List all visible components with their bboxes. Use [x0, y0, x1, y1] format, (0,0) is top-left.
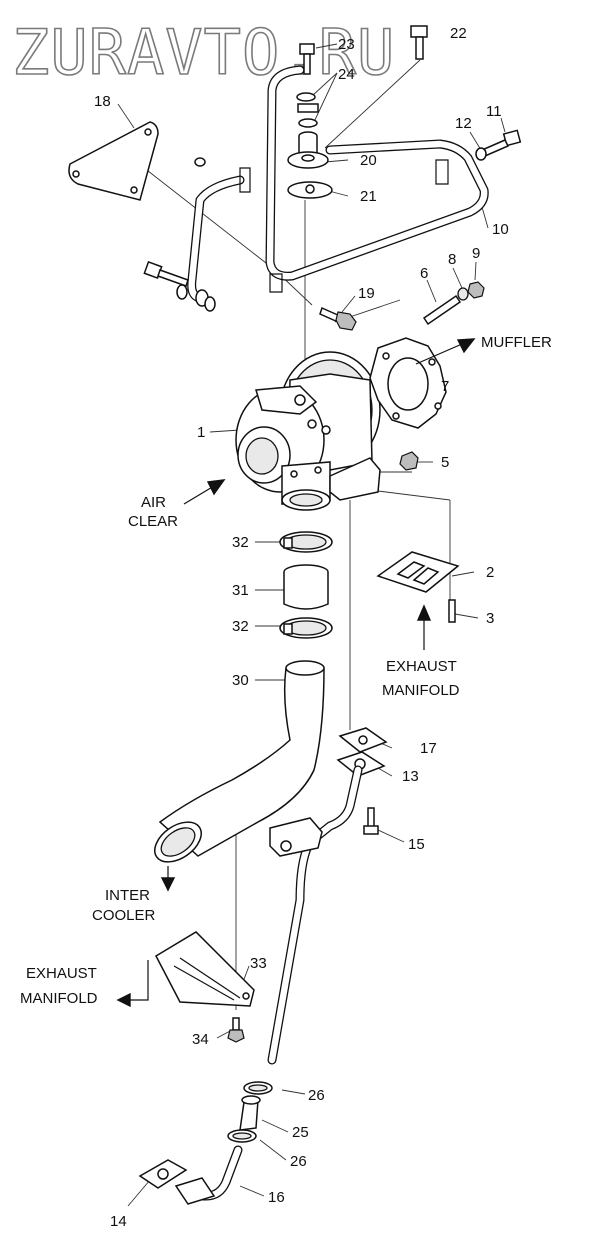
- arrow-inter-cooler: [160, 866, 176, 892]
- oil-feed-pipe-10: [187, 65, 489, 303]
- callout-33: 33: [250, 955, 267, 972]
- caption-exhaust-manifold-left-line1: EXHAUST: [26, 965, 97, 982]
- exhaust-gasket-2: [376, 551, 460, 593]
- washer-12: [475, 147, 487, 161]
- clamp-32-lower: [279, 617, 333, 639]
- callout-11: 11: [486, 103, 502, 120]
- caption-exhaust-manifold-top-line1: EXHAUST: [386, 658, 457, 675]
- callout-labels: 23 22 24 18 11 12 20 21 10 9 8 6 19 7 1 …: [94, 25, 509, 1230]
- callout-8: 8: [448, 251, 456, 268]
- bolt-19: [319, 306, 357, 331]
- callout-22: 22: [450, 25, 467, 42]
- arrow-exhaust-manifold-left: [116, 960, 149, 1008]
- muffler-gasket-7: [369, 337, 447, 429]
- callout-23: 23: [338, 36, 355, 53]
- hose-31: [283, 564, 329, 610]
- callout-26-upper: 26: [308, 1087, 325, 1104]
- callout-25: 25: [292, 1124, 309, 1141]
- washer-left-small: [194, 157, 206, 167]
- nut-5: [399, 451, 419, 471]
- caption-inter-cooler-line1: INTER: [105, 887, 150, 904]
- clamp-32-upper: [279, 531, 333, 553]
- arrow-exhaust-manifold-top: [416, 604, 432, 650]
- turbocharger-1: [235, 351, 381, 511]
- stud-3: [448, 599, 456, 623]
- callout-26-lower: 26: [290, 1153, 307, 1170]
- callout-18: 18: [94, 93, 111, 110]
- callout-20: 20: [360, 152, 377, 169]
- caption-exhaust-manifold-top-line2: MANIFOLD: [382, 682, 460, 699]
- clamp-26-lower: [227, 1129, 257, 1143]
- bracket-33: [155, 931, 255, 1007]
- callout-34: 34: [192, 1031, 209, 1048]
- callout-3: 3: [486, 610, 494, 627]
- bolt-11: [480, 129, 522, 157]
- caption-air-clear-line2: CLEAR: [128, 513, 178, 530]
- callout-1: 1: [197, 424, 205, 441]
- oil-drain-pipe: [267, 765, 363, 1065]
- washer-8: [457, 287, 469, 301]
- clamp-26-upper: [243, 1081, 273, 1095]
- callout-2: 2: [486, 564, 494, 581]
- caption-inter-cooler-line2: COOLER: [92, 907, 156, 924]
- gasket-17: [338, 727, 388, 753]
- callout-32-lower: 32: [232, 618, 249, 635]
- callout-12: 12: [455, 115, 472, 132]
- callout-14: 14: [110, 1213, 127, 1230]
- caption-exhaust-manifold-left-line2: MANIFOLD: [20, 990, 98, 1007]
- callout-30: 30: [232, 672, 249, 689]
- banjo-fitting-20: [287, 103, 329, 169]
- callout-21: 21: [360, 188, 377, 205]
- callout-5: 5: [441, 454, 449, 471]
- arrow-air-clear: [183, 479, 226, 505]
- washer-24: [296, 92, 318, 128]
- gasket-14: [138, 1159, 188, 1189]
- callout-16: 16: [268, 1189, 285, 1206]
- hose-25: [239, 1095, 261, 1131]
- bolt-34: [227, 1017, 245, 1043]
- callout-7: 7: [441, 378, 449, 395]
- bolt-15: [363, 807, 379, 835]
- drain-pipe-16: [174, 1145, 243, 1205]
- callout-19: 19: [358, 285, 375, 302]
- callout-9: 9: [472, 245, 480, 262]
- intercooler-pipe-30: [154, 660, 325, 863]
- watermark-text: ZURAVTO.RU: [12, 16, 395, 89]
- bolt-23: [299, 43, 315, 75]
- callout-13: 13: [402, 768, 419, 785]
- callout-6: 6: [420, 265, 428, 282]
- stud-6: [422, 294, 462, 326]
- caption-air-clear-line1: AIR: [141, 494, 166, 511]
- callout-32-upper: 32: [232, 534, 249, 551]
- callout-10: 10: [492, 221, 509, 238]
- callout-15: 15: [408, 836, 425, 853]
- captions: MUFFLER AIR CLEAR EXHAUST MANIFOLD INTER…: [20, 334, 552, 1007]
- bolt-left-hose: [143, 261, 216, 312]
- callout-17: 17: [420, 740, 437, 757]
- gasket-21: [287, 181, 333, 199]
- bolt-22: [410, 25, 428, 60]
- callout-31: 31: [232, 582, 249, 599]
- nut-9: [467, 281, 485, 299]
- arrow-muffler: [415, 338, 476, 365]
- callout-24: 24: [338, 66, 355, 83]
- bracket-18: [68, 121, 159, 201]
- caption-muffler: MUFFLER: [481, 334, 552, 351]
